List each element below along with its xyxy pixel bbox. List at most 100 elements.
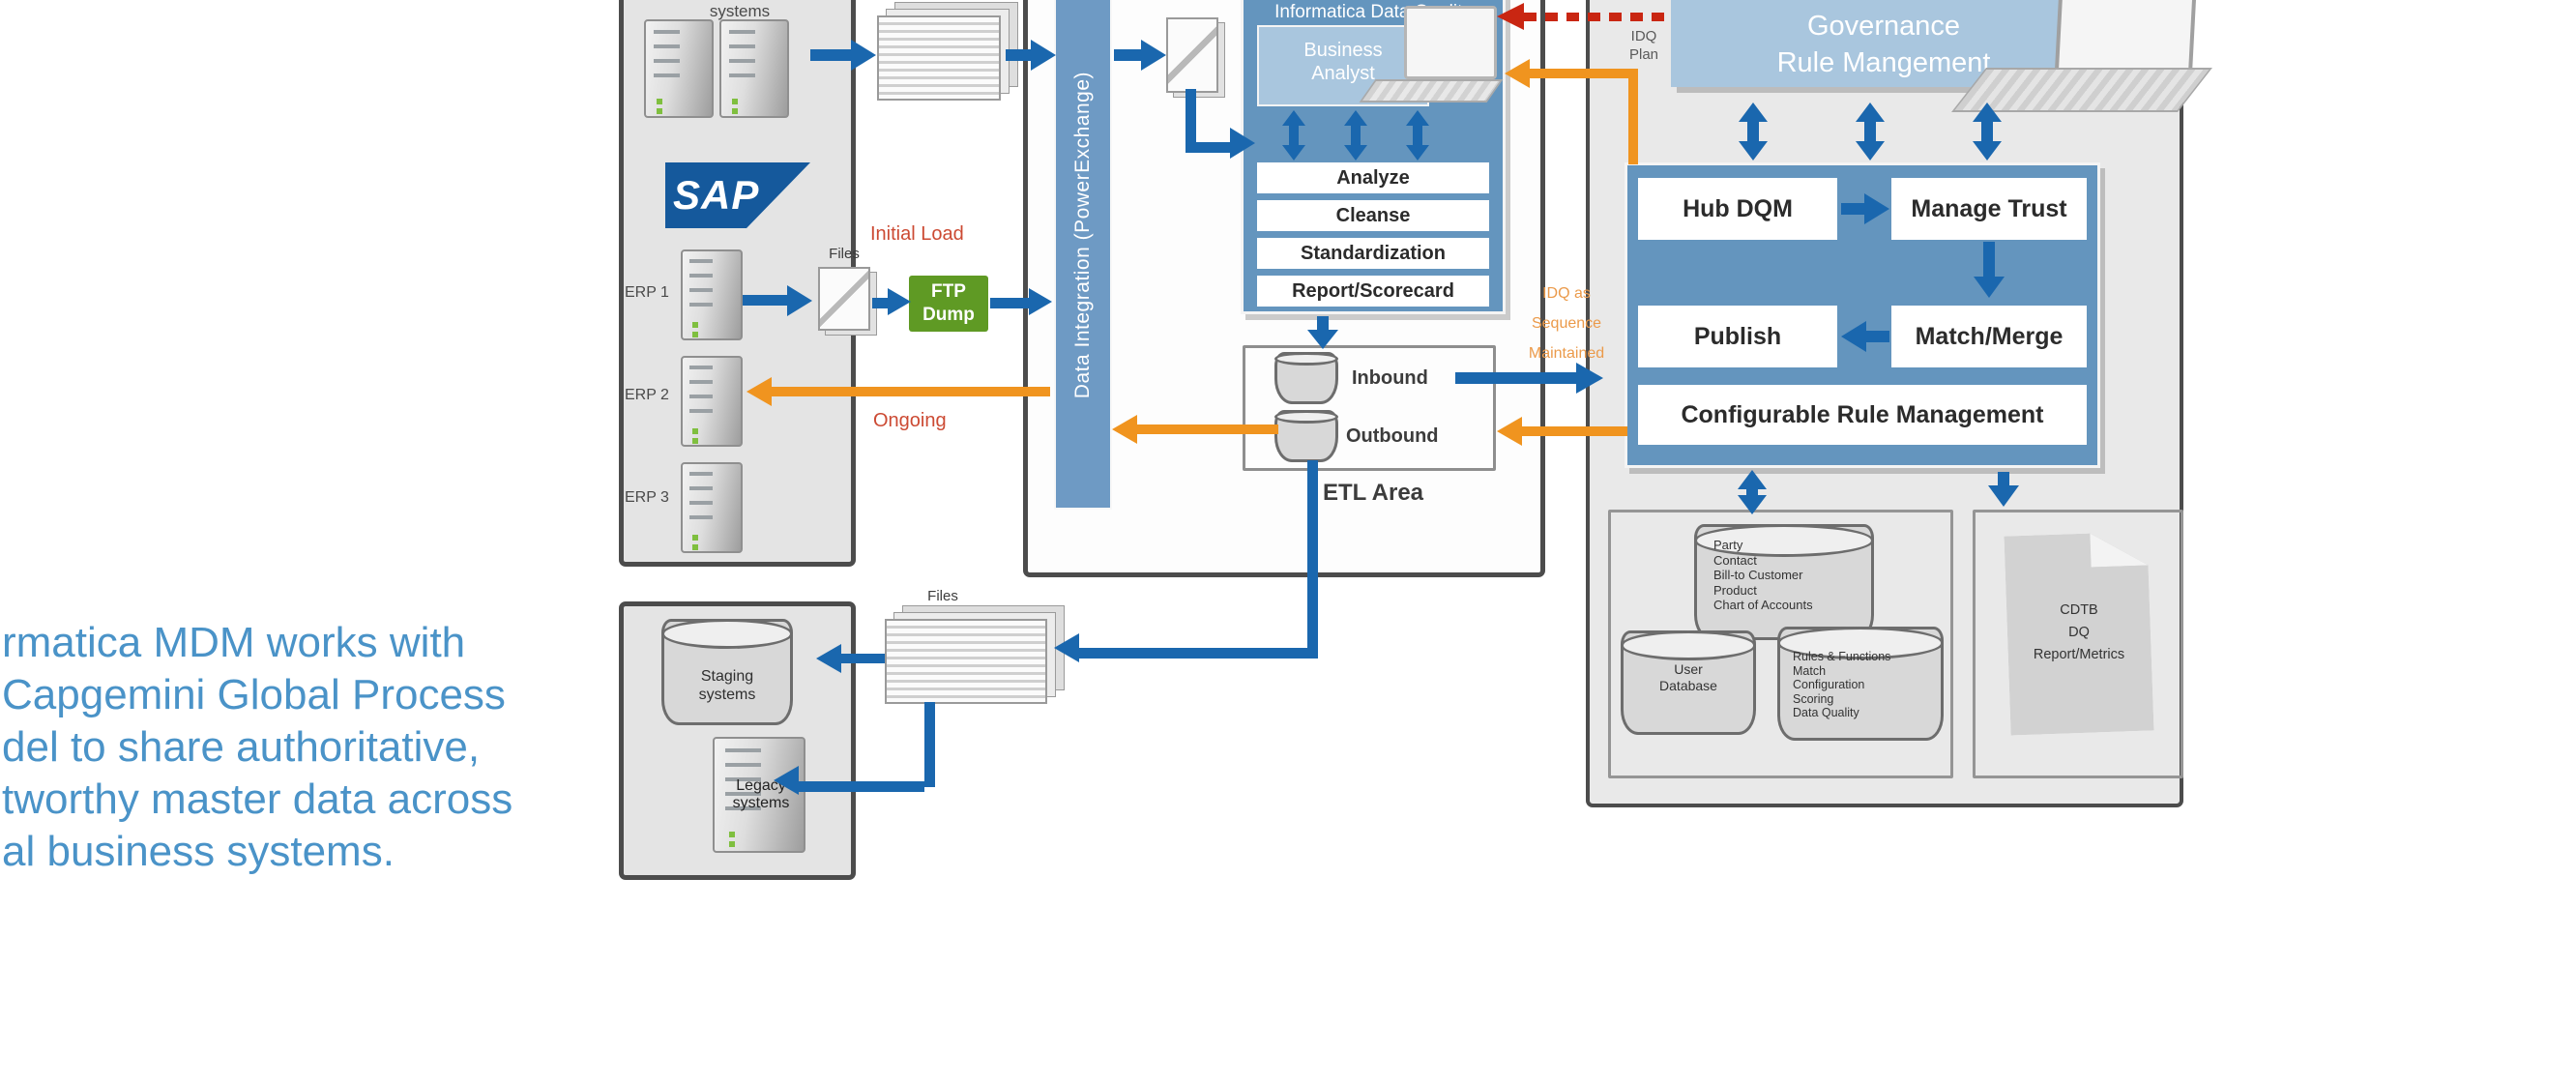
gov-dblarrow-up bbox=[1973, 102, 2002, 122]
idq-sequence-line: Maintained bbox=[1528, 345, 1605, 362]
idq-plan-line: IDQ bbox=[1630, 28, 1657, 44]
idq-step-label: Cleanse bbox=[1335, 204, 1411, 226]
laptop-icon bbox=[1404, 6, 1497, 79]
orange-hub-outbound-line bbox=[1522, 426, 1627, 436]
business-analyst-label: Business Analyst bbox=[1303, 40, 1383, 84]
idq-dblarrow-line bbox=[1351, 124, 1361, 147]
initial-load-label: Initial Load bbox=[870, 223, 964, 245]
server-icon bbox=[644, 19, 714, 118]
report-doc-text: CDTB DQ Report/Metrics bbox=[2009, 600, 2149, 666]
governance-line: Governance bbox=[1807, 11, 1960, 42]
arrow-files-staging-line bbox=[841, 654, 885, 663]
staging-label: Staging systems bbox=[665, 667, 789, 704]
arrow-hubdqm-trust-line bbox=[1841, 203, 1864, 215]
orange-hub-idq-hline bbox=[1530, 69, 1628, 78]
master-db-line: Product bbox=[1713, 582, 1757, 598]
master-db-line: Bill-to Customer bbox=[1713, 568, 1803, 582]
report-line: CDTB bbox=[2060, 602, 2098, 618]
files-stack-icon bbox=[877, 15, 1001, 101]
master-data-db-text: Party Contact Bill-to Customer Product C… bbox=[1713, 538, 1859, 613]
idq-step-report-scorecard: Report/Scorecard bbox=[1257, 276, 1489, 307]
etl-area-label: ETL Area bbox=[1322, 480, 1424, 506]
source-box-label: systems bbox=[709, 2, 771, 20]
match-merge-cell: Match/Merge bbox=[1891, 306, 2087, 367]
staging-label-line: systems bbox=[698, 687, 756, 703]
idq-sequence-line: Sequence bbox=[1531, 315, 1602, 332]
arrow-ftp-bar-head bbox=[1029, 288, 1052, 315]
arrow-erp1-file-head bbox=[787, 285, 812, 316]
user-db-line: User bbox=[1674, 661, 1703, 677]
arrow-bar-page-head bbox=[1141, 40, 1166, 71]
arrow-file-ftp-line bbox=[872, 298, 888, 308]
rules-db-text: Rules & Functions Match Configuration Sc… bbox=[1793, 650, 1938, 720]
inbound-db-icon bbox=[1274, 352, 1338, 404]
gov-dblarrow-down bbox=[1739, 141, 1768, 161]
governance-text: Data Steward Governance Rule Mangement bbox=[1671, 0, 2096, 81]
flat-file-icon bbox=[818, 267, 870, 331]
idq-step-analyze: Analyze bbox=[1257, 162, 1489, 193]
hub-cell-label: Hub DQM bbox=[1683, 194, 1793, 222]
hub-db-dblarrow-up bbox=[1738, 470, 1767, 489]
caption-line: Capgemini Global Process bbox=[2, 671, 506, 718]
idq-sequence-line: IDQ as bbox=[1542, 285, 1591, 302]
idq-dblarrow-line bbox=[1413, 124, 1422, 147]
erp3-label: ERP 3 bbox=[625, 489, 669, 506]
staging-db-icon bbox=[661, 619, 793, 725]
orange-bar-erp2-line bbox=[772, 387, 1050, 396]
rules-db-line: Scoring bbox=[1793, 691, 1834, 706]
arrow-hub-report-line bbox=[1998, 472, 2009, 485]
files2-label: Files bbox=[927, 588, 958, 604]
hub-dqm-cell: Hub DQM bbox=[1638, 178, 1837, 240]
outbound-label: Outbound bbox=[1346, 425, 1439, 447]
rules-db-line: Match bbox=[1793, 663, 1827, 678]
manage-trust-cell: Manage Trust bbox=[1891, 178, 2087, 240]
arrow-bar-page-line bbox=[1114, 49, 1141, 61]
gov-dblarrow-up bbox=[1739, 102, 1768, 122]
arrow-inbound-hub-head bbox=[1576, 363, 1603, 394]
hub-db-dblarrow-down bbox=[1738, 495, 1767, 514]
caption-text: rmatica MDM works with Capgemini Global … bbox=[2, 617, 582, 878]
arrow-trust-match-line bbox=[1983, 242, 1995, 277]
orange-outbound-bar-head bbox=[1112, 415, 1137, 444]
caption-line: al business systems. bbox=[2, 828, 395, 875]
ftp-dump-label: FTP Dump bbox=[922, 281, 975, 325]
hub-cell-label: Match/Merge bbox=[1915, 322, 2064, 350]
business-analyst-box: Business Analyst bbox=[1257, 25, 1429, 106]
idq-sequence-label: IDQ as Sequence Maintained bbox=[1501, 278, 1632, 368]
governance-box: Data Steward Governance Rule Mangement bbox=[1671, 0, 2096, 87]
idq-dblarrow-down bbox=[1406, 145, 1429, 161]
erp1-label: ERP 1 bbox=[625, 284, 669, 301]
gov-dblarrow-up bbox=[1856, 102, 1885, 122]
arrow-outbound-files-head bbox=[1054, 633, 1079, 662]
user-db-line: Database bbox=[1659, 678, 1717, 693]
idq-dblarrow-line bbox=[1289, 124, 1299, 147]
idq-step-label: Report/Scorecard bbox=[1292, 279, 1454, 302]
server-icon bbox=[719, 19, 789, 118]
idq-input-file-icon bbox=[1166, 17, 1218, 93]
report-box bbox=[1973, 510, 2183, 778]
files2-stack-icon bbox=[885, 619, 1047, 704]
legacy-server-icon bbox=[713, 737, 805, 853]
idq-dblarrow-down bbox=[1282, 145, 1305, 161]
report-line: Report/Metrics bbox=[2033, 647, 2125, 662]
sap-logo-text: SAP bbox=[673, 172, 760, 218]
gov-dblarrow-down bbox=[1856, 141, 1885, 161]
idq-plan-line: Plan bbox=[1628, 46, 1659, 63]
arrow-idq-etl-line bbox=[1317, 316, 1329, 330]
legacy-label: Legacy systems bbox=[717, 777, 805, 812]
idq-step-standardization: Standardization bbox=[1257, 238, 1489, 269]
arrow-idq-etl-head bbox=[1307, 330, 1338, 349]
arrow-files-staging-head bbox=[816, 644, 841, 673]
idq-step-label: Analyze bbox=[1336, 166, 1410, 189]
orange-hub-outbound-head bbox=[1497, 417, 1522, 446]
red-dotted-arrow-line bbox=[1524, 13, 1669, 21]
caption-line: rmatica MDM works with bbox=[2, 619, 466, 666]
data-integration-label: Data Integration (PowerExchange) bbox=[1071, 72, 1094, 399]
gov-dblarrow-line bbox=[1981, 118, 1993, 143]
legacy-label-line: Legacy bbox=[736, 777, 786, 794]
red-dotted-arrow-head bbox=[1497, 3, 1524, 30]
caption-line: del to share authoritative, bbox=[2, 723, 481, 771]
master-data-db-icon bbox=[1694, 524, 1874, 640]
orange-hub-idq-vline bbox=[1628, 69, 1638, 164]
